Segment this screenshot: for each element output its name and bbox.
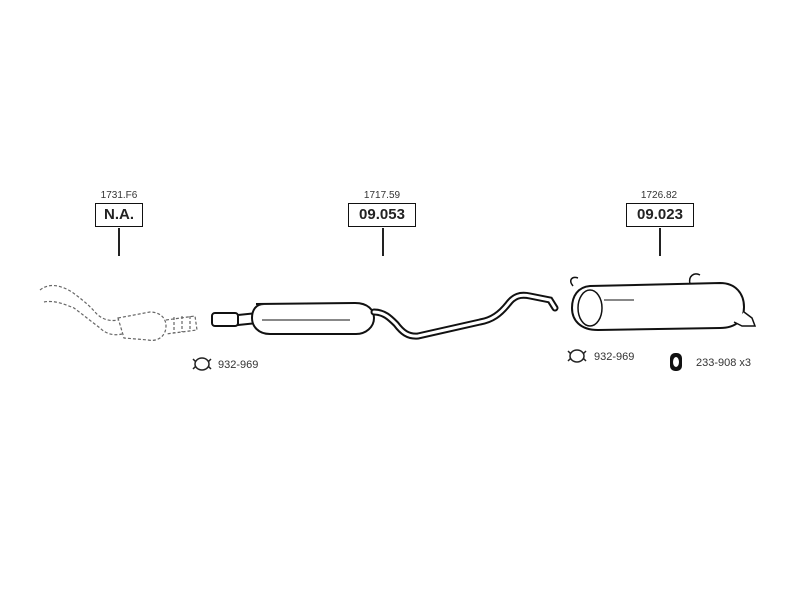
part-ref-rear-silencer: 1726.82 — [640, 190, 678, 201]
accessory-label-hanger[interactable]: 233-908 x3 — [696, 357, 752, 369]
clamp-icon — [567, 349, 587, 363]
part-code-rear-silencer[interactable]: 09.023 — [626, 203, 694, 227]
part-code-middle-silencer[interactable]: 09.053 — [348, 203, 416, 227]
part-ref-middle-silencer: 1717.59 — [363, 190, 401, 201]
leader-line-middle-silencer — [382, 228, 384, 256]
rubber-hanger-icon — [670, 353, 682, 371]
middle-silencer-shape — [211, 291, 559, 340]
clamp-icon — [192, 357, 212, 371]
leader-line-catalyst — [118, 228, 120, 256]
rear-silencer-shape — [570, 273, 757, 332]
catalytic-converter-shape — [39, 284, 198, 341]
part-ref-catalyst: 1731.F6 — [100, 190, 138, 201]
accessory-label-clamp-2[interactable]: 932-969 — [594, 351, 635, 363]
accessory-label-clamp-1[interactable]: 932-969 — [218, 359, 259, 371]
leader-line-rear-silencer — [659, 228, 661, 256]
part-code-catalyst[interactable]: N.A. — [95, 203, 143, 227]
